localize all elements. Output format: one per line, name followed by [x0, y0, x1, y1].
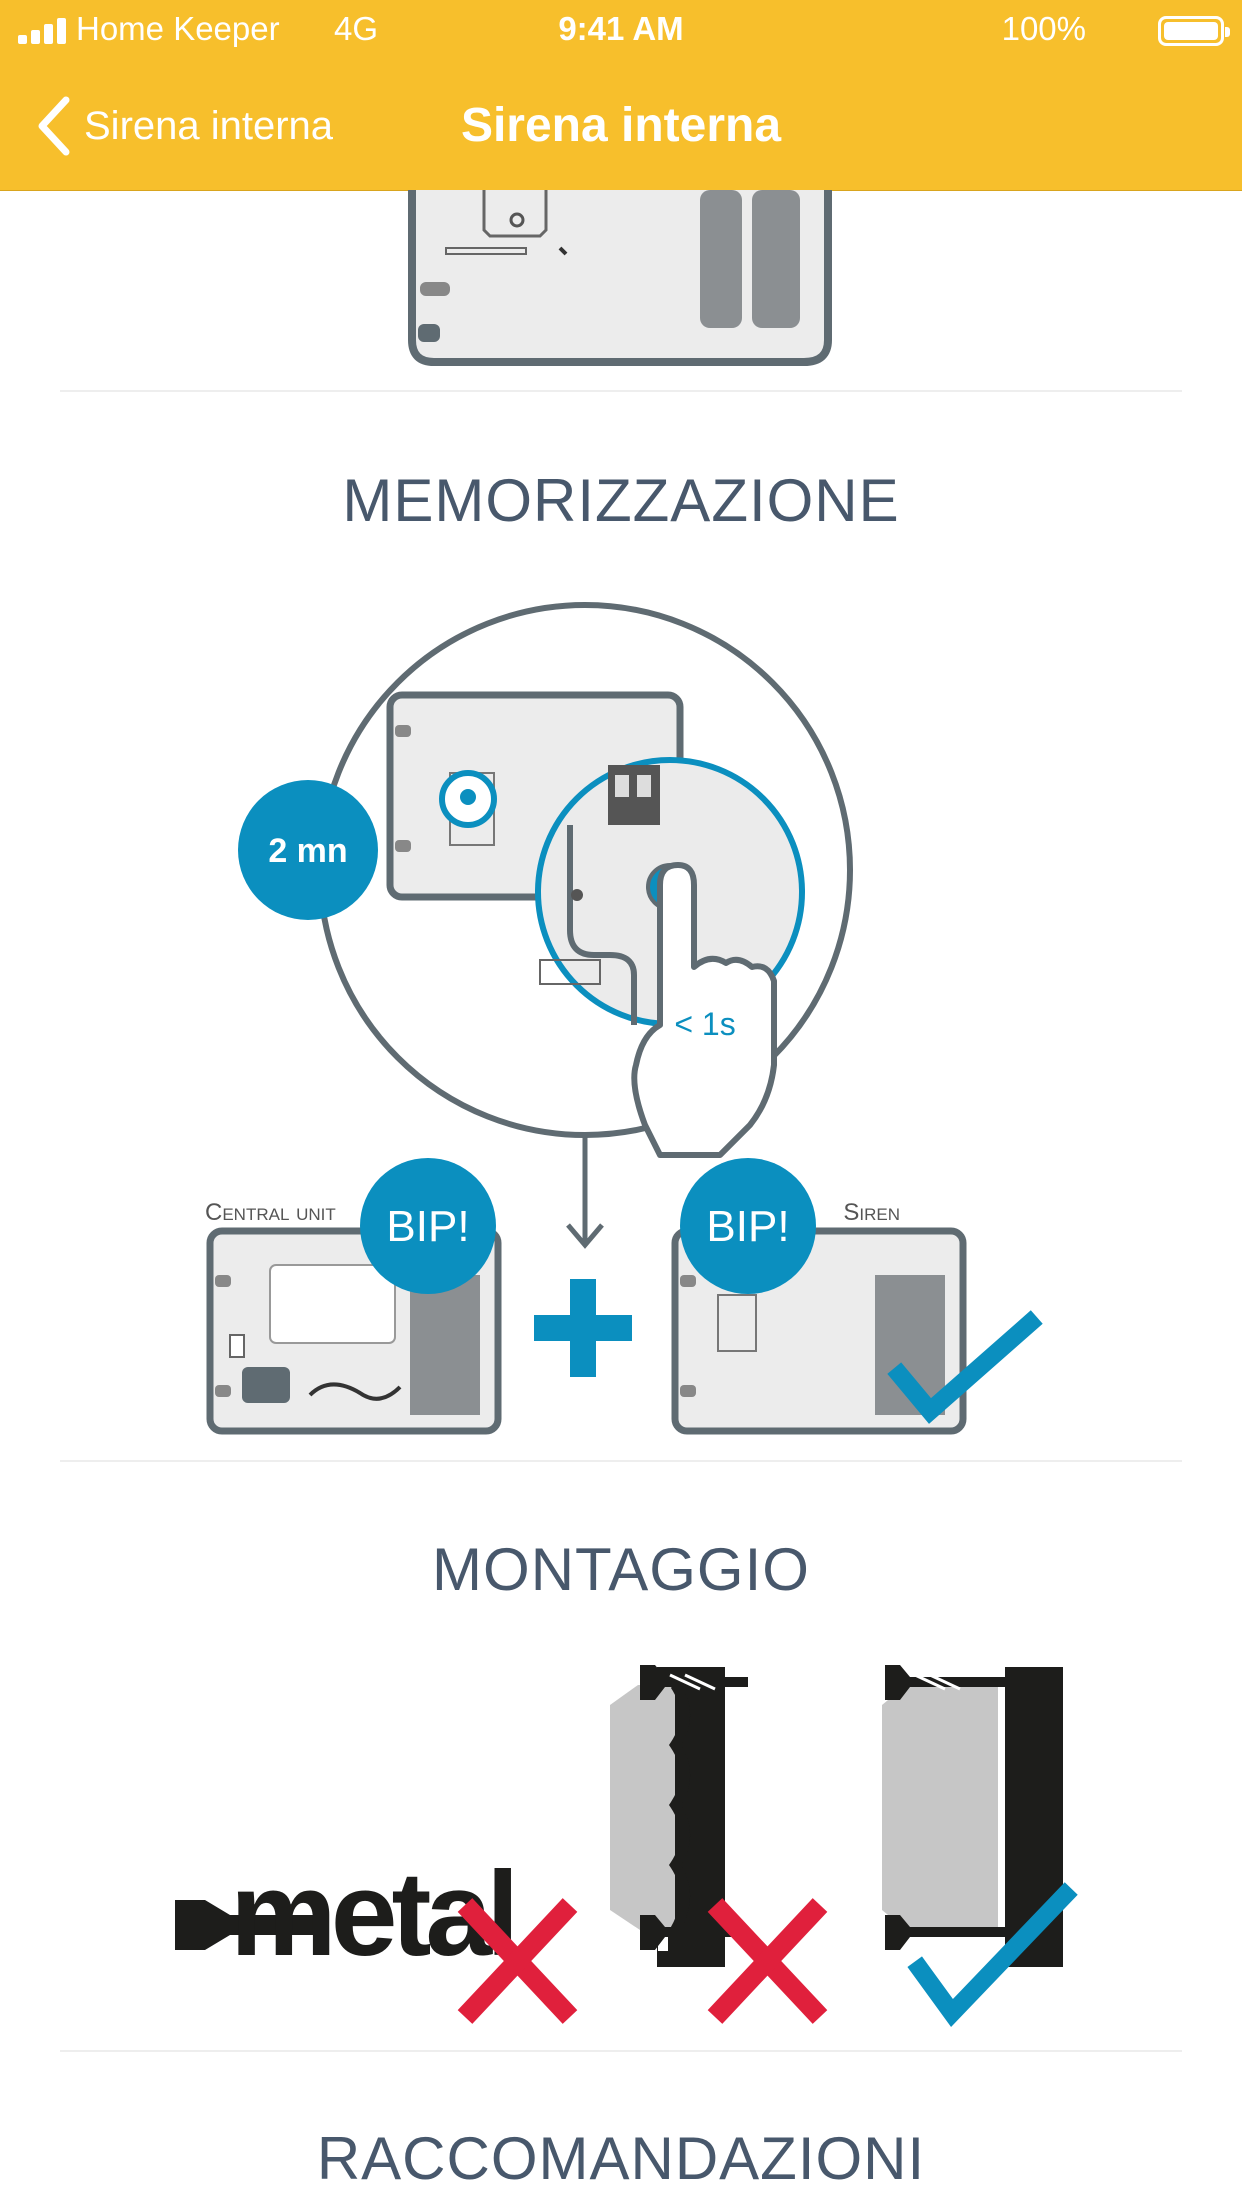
mounting-illustration: metal — [175, 1665, 1078, 2028]
section-title-memorizzazione: MEMORIZZAZIONE — [342, 467, 900, 534]
status-bar: Home Keeper 4G 9:41 AM 100% — [0, 0, 1242, 62]
section-divider — [60, 390, 1182, 392]
status-time: 9:41 AM — [558, 10, 684, 47]
section-divider — [60, 2050, 1182, 2052]
cross-icon — [457, 1898, 578, 2024]
section-divider — [60, 1460, 1182, 1462]
battery-percent: 100% — [1001, 10, 1086, 47]
page-title: Sirena interna — [460, 99, 782, 152]
beep-right-label: BIP! — [706, 1202, 789, 1251]
beep-left-label: BIP! — [386, 1202, 469, 1251]
carrier-name: Home Keeper — [76, 10, 280, 47]
signal-icon — [18, 18, 68, 44]
siren-back-image — [408, 190, 832, 366]
siren-label: Siren — [843, 1199, 900, 1226]
section-title-raccomandazioni: RACCOMANDAZIONI — [316, 2125, 926, 2192]
metal-surface-wrong: metal — [175, 1847, 578, 2024]
timer-label: 2 mn — [268, 832, 347, 870]
back-button-label: Sirena interna — [84, 103, 334, 148]
finger-press-icon — [631, 862, 777, 1158]
cross-icon — [707, 1898, 828, 2024]
back-button[interactable]: Sirena interna — [36, 94, 333, 158]
central-unit-label: Central unit — [205, 1199, 336, 1226]
flat-wall-correct — [882, 1665, 1078, 2028]
section-title-montaggio: MONTAGGIO — [432, 1536, 810, 1603]
app-header: Home Keeper 4G 9:41 AM 100% Sirena inter… — [0, 0, 1242, 191]
uneven-wall-wrong — [610, 1665, 828, 2024]
press-duration-label: < 1s — [674, 1006, 735, 1042]
chevron-left-icon — [38, 96, 70, 156]
network-type: 4G — [334, 10, 379, 47]
memorization-illustration: < 1s 2 mn Central unit BIP! Siren BIP! — [205, 602, 1043, 1435]
battery-icon — [1158, 16, 1230, 46]
checkmark-icon — [887, 1310, 1043, 1424]
checkmark-icon — [907, 1882, 1078, 2028]
